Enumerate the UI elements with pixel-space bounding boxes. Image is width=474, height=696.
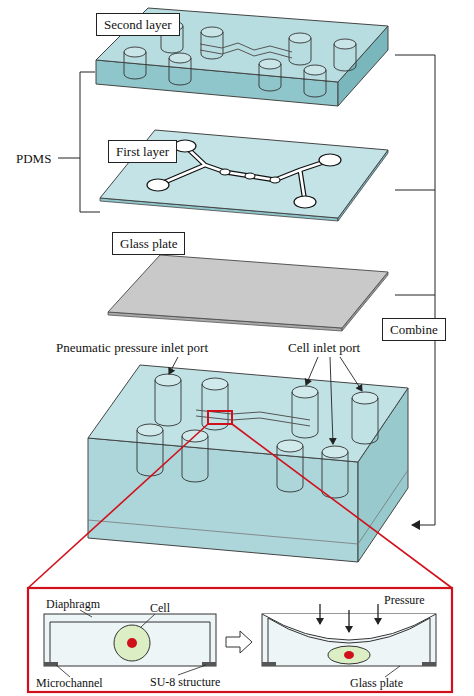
box-text: Glass plate [120,235,177,252]
first-layer-sheet-part [100,130,388,218]
leader-lines-part [306,357,318,385]
combined-device-part [88,365,408,462]
cross-section-inset-part-part [348,610,349,632]
combine-bracket-part [395,295,435,296]
cross-section-inset-part [262,662,276,666]
combined-device-part [155,374,181,426]
cross-section-inset-part [44,614,216,666]
pdms-bracket-part [80,72,100,212]
cross-section-inset-part-part [56,665,70,677]
cross-section-inset-part [114,625,150,661]
cross-section-inset-part-part [80,610,92,617]
cross-section-inset [28,588,452,692]
force-label: Pressure [384,593,425,608]
glass-plate-sheet-part [108,255,388,328]
cross-section-inset-part [430,618,431,662]
second-layer-slab-part [334,39,356,71]
step-label-box: Combine [382,318,446,341]
cross-section-inset-part [56,610,400,677]
cross-section-inset-part [28,588,452,692]
material-label: PDMS [16,151,51,166]
second-layer-slab-part [259,59,281,91]
first-layer-sheet-part [319,154,341,166]
combined-device-part [358,470,408,544]
part-label: SU-8 structure [150,675,220,690]
cross-section-inset-part [328,646,370,664]
combined-device-part [322,446,348,498]
combined-device-part [277,440,303,492]
second-layer-slab-part [200,49,292,58]
first-layer-sheet-part [147,179,169,191]
part-label: Cell [150,601,170,616]
cross-section-inset-part-part [141,614,155,627]
combined-device-part [292,386,318,438]
first-layer-sheet [100,130,388,221]
part-label: Diaphragm [46,597,100,612]
cross-section-inset-part [422,662,436,666]
cross-section-inset-part-part [385,666,400,677]
second-layer-slab-part [200,43,292,52]
first-layer-sheet-part [158,146,330,202]
cross-section-inset-part [50,622,51,662]
cross-section-inset-part [226,631,252,653]
box-text: Second layer [104,16,172,33]
first-layer-sheet-part [294,196,316,208]
second-layer-slab-part [289,33,311,65]
combined-device-part [202,378,228,430]
combine-bracket-part [395,55,435,320]
second-layer-slab-part [124,47,146,79]
box-text: First layer [116,143,169,160]
zoom-lines [28,424,452,588]
combined-device-part [208,411,232,424]
port-label: Cell inlet port [288,340,360,355]
cross-section-inset-part [268,618,269,662]
port-label: Pneumatic pressure inlet port [56,340,208,355]
leader-lines-part [340,357,362,391]
second-layer-slab-part [304,65,326,97]
first-layer-sheet-part [158,146,330,202]
cross-section-inset-part-part [377,604,378,624]
zoom-lines-part [28,424,208,588]
second-layer-slab-part [169,53,191,85]
first-layer-sheet-part [174,140,196,152]
part-label: Microchannel [36,676,103,691]
second-layer-slab-part [96,8,388,82]
leader-lines [169,357,362,444]
cross-section-inset-part [320,604,378,632]
first-layer-sheet-part [220,169,230,175]
combined-device-part [182,430,208,482]
leader-lines-part [169,357,178,374]
first-layer-sheet-part [270,177,280,183]
zoom-lines-part [232,424,452,588]
second-layer-slab-part [201,27,223,59]
second-layer-slab [96,8,388,106]
glass-plate-sheet [108,255,388,331]
box-text: Combine [390,321,438,338]
combined-device-part [352,392,378,444]
combine-bracket-part [395,190,435,191]
pdms-bracket [58,72,100,212]
cross-section-inset-part [210,622,211,662]
combine-bracket-part [412,338,435,525]
part-label: Glass plate [350,676,403,691]
layer-label-box: First layer [108,140,177,163]
cross-section-inset-part [344,651,354,659]
pdms-bracket-part [58,158,80,159]
first-layer-sheet-part [245,173,255,179]
layer-label-box: Glass plate [112,232,185,255]
combined-device-part [88,520,358,544]
cross-section-inset-part-part [178,665,206,675]
combined-device [88,365,408,562]
cross-section-inset-part-part [319,604,320,624]
cross-section-inset-part [50,622,210,623]
cross-section-inset-part [127,638,137,648]
layer-label-box: Second layer [96,13,180,36]
leader-lines-part [330,357,333,444]
